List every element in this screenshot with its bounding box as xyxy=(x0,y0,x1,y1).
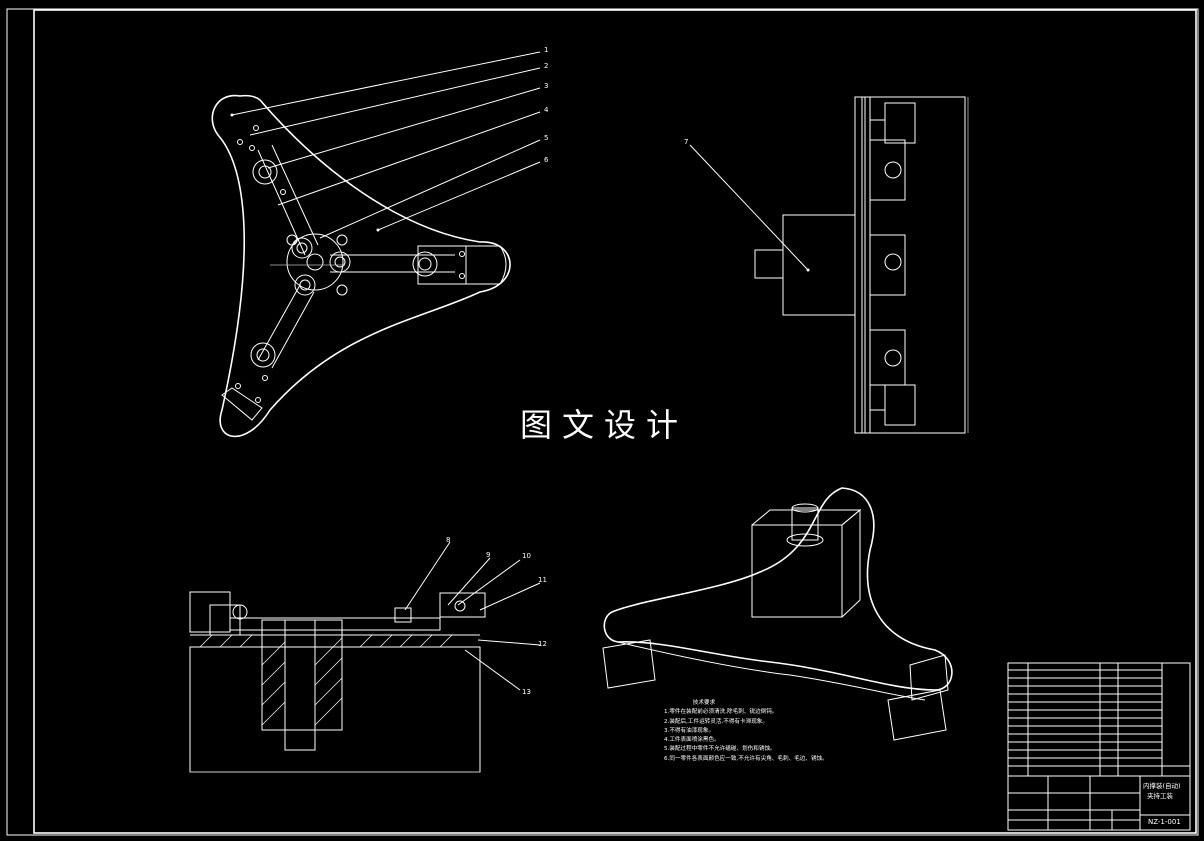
callout-3: 3 xyxy=(544,82,549,90)
hatching xyxy=(199,634,453,726)
note-item: 4.工件表面喷涂黑色。 xyxy=(664,737,720,744)
product-name-line2: 夹持工装 xyxy=(1147,792,1173,800)
technical-requirements: 技术要求 1.零件在装配前必须清洗,除毛刺、锐边倒钝。 2.装配后,工件运转灵活… xyxy=(664,699,828,764)
callout-1: 1 xyxy=(544,46,549,54)
callout-8: 8 xyxy=(446,536,451,544)
callout-12: 12 xyxy=(538,640,547,648)
inner-border xyxy=(33,9,1197,834)
callout-5: 5 xyxy=(544,134,549,142)
title-block xyxy=(1007,662,1191,831)
isometric-view xyxy=(602,487,953,741)
note-item: 5.装配过程中零件不允许磕碰、划伤和锈蚀。 xyxy=(664,746,776,753)
outer-border xyxy=(6,8,1199,836)
notes-title: 技术要求 xyxy=(692,700,716,706)
section-view xyxy=(189,541,541,773)
callout-10: 10 xyxy=(522,552,531,560)
callout-13: 13 xyxy=(522,688,531,696)
product-name-line1: 内撑装(自动) xyxy=(1143,782,1181,790)
note-item: 1.零件在装配前必须清洗,除毛刺、锐边倒钝。 xyxy=(664,709,778,716)
watermark-text: 图文设计 xyxy=(520,406,689,444)
note-item: 3.不得有油漆现象。 xyxy=(664,727,715,734)
plan-view xyxy=(211,51,541,438)
drawing-number: NZ-1-001 xyxy=(1148,818,1181,826)
callout-7: 7 xyxy=(684,138,689,146)
note-item: 6.同一零件各表面颜色应一致,不允许有尖角、毛刺、毛边、锈蚀。 xyxy=(664,755,828,762)
callout-11: 11 xyxy=(538,576,547,584)
note-item: 2.装配后,工件运转灵活,不得有卡滞现象。 xyxy=(664,718,768,725)
callout-2: 2 xyxy=(544,62,549,70)
callout-6: 6 xyxy=(544,156,549,164)
callout-9: 9 xyxy=(486,551,491,559)
side-view xyxy=(689,96,969,434)
callout-4: 4 xyxy=(544,106,549,114)
